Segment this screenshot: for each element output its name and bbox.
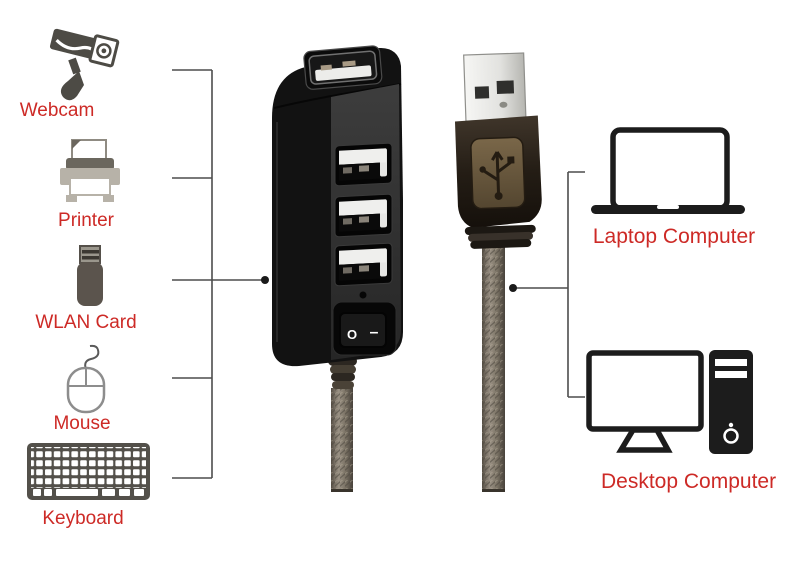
usb-connector: [454, 52, 542, 492]
keyboard-label: Keyboard: [42, 508, 124, 529]
hub-power-switch[interactable]: O –: [332, 301, 397, 356]
keyboard-icon: [27, 443, 150, 500]
desktop-computer-label: Desktop Computer: [601, 470, 777, 493]
hub-front-port-3: [334, 242, 393, 287]
cable-connection-dot: [509, 284, 517, 292]
hub-connection-dot: [261, 276, 269, 284]
desktop-icon: [586, 350, 753, 454]
hub-top-usb-port: [303, 45, 383, 90]
wlan-card-icon: [77, 245, 103, 306]
switch-on-label: –: [370, 324, 379, 341]
laptop-computer-label: Laptop Computer: [592, 225, 756, 248]
wlan-card-label: WLAN Card: [35, 312, 137, 333]
printer-icon: [60, 139, 120, 202]
hub-led-indicator: [359, 291, 367, 299]
mouse-label: Mouse: [53, 413, 111, 434]
connector-cable: [482, 246, 505, 492]
usb-trident-logo: [479, 151, 515, 200]
usb-plug-overmold: [454, 115, 542, 228]
connector-strain-relief: [464, 224, 536, 249]
hub-front-port-2: [334, 193, 393, 238]
left-bracket: [172, 69, 265, 479]
printer-label: Printer: [58, 210, 114, 231]
usb-plug-metal: [463, 52, 527, 122]
mouse-icon: [66, 344, 106, 414]
right-bracket: [513, 171, 585, 398]
laptop-icon: [591, 127, 745, 214]
webcam-label: Webcam: [19, 100, 95, 121]
switch-off-label: O: [347, 327, 357, 342]
usb-hub: O –: [272, 45, 403, 492]
webcam-icon: [49, 28, 120, 101]
hub-cable: [331, 388, 353, 492]
hub-front-port-1: [334, 142, 393, 187]
